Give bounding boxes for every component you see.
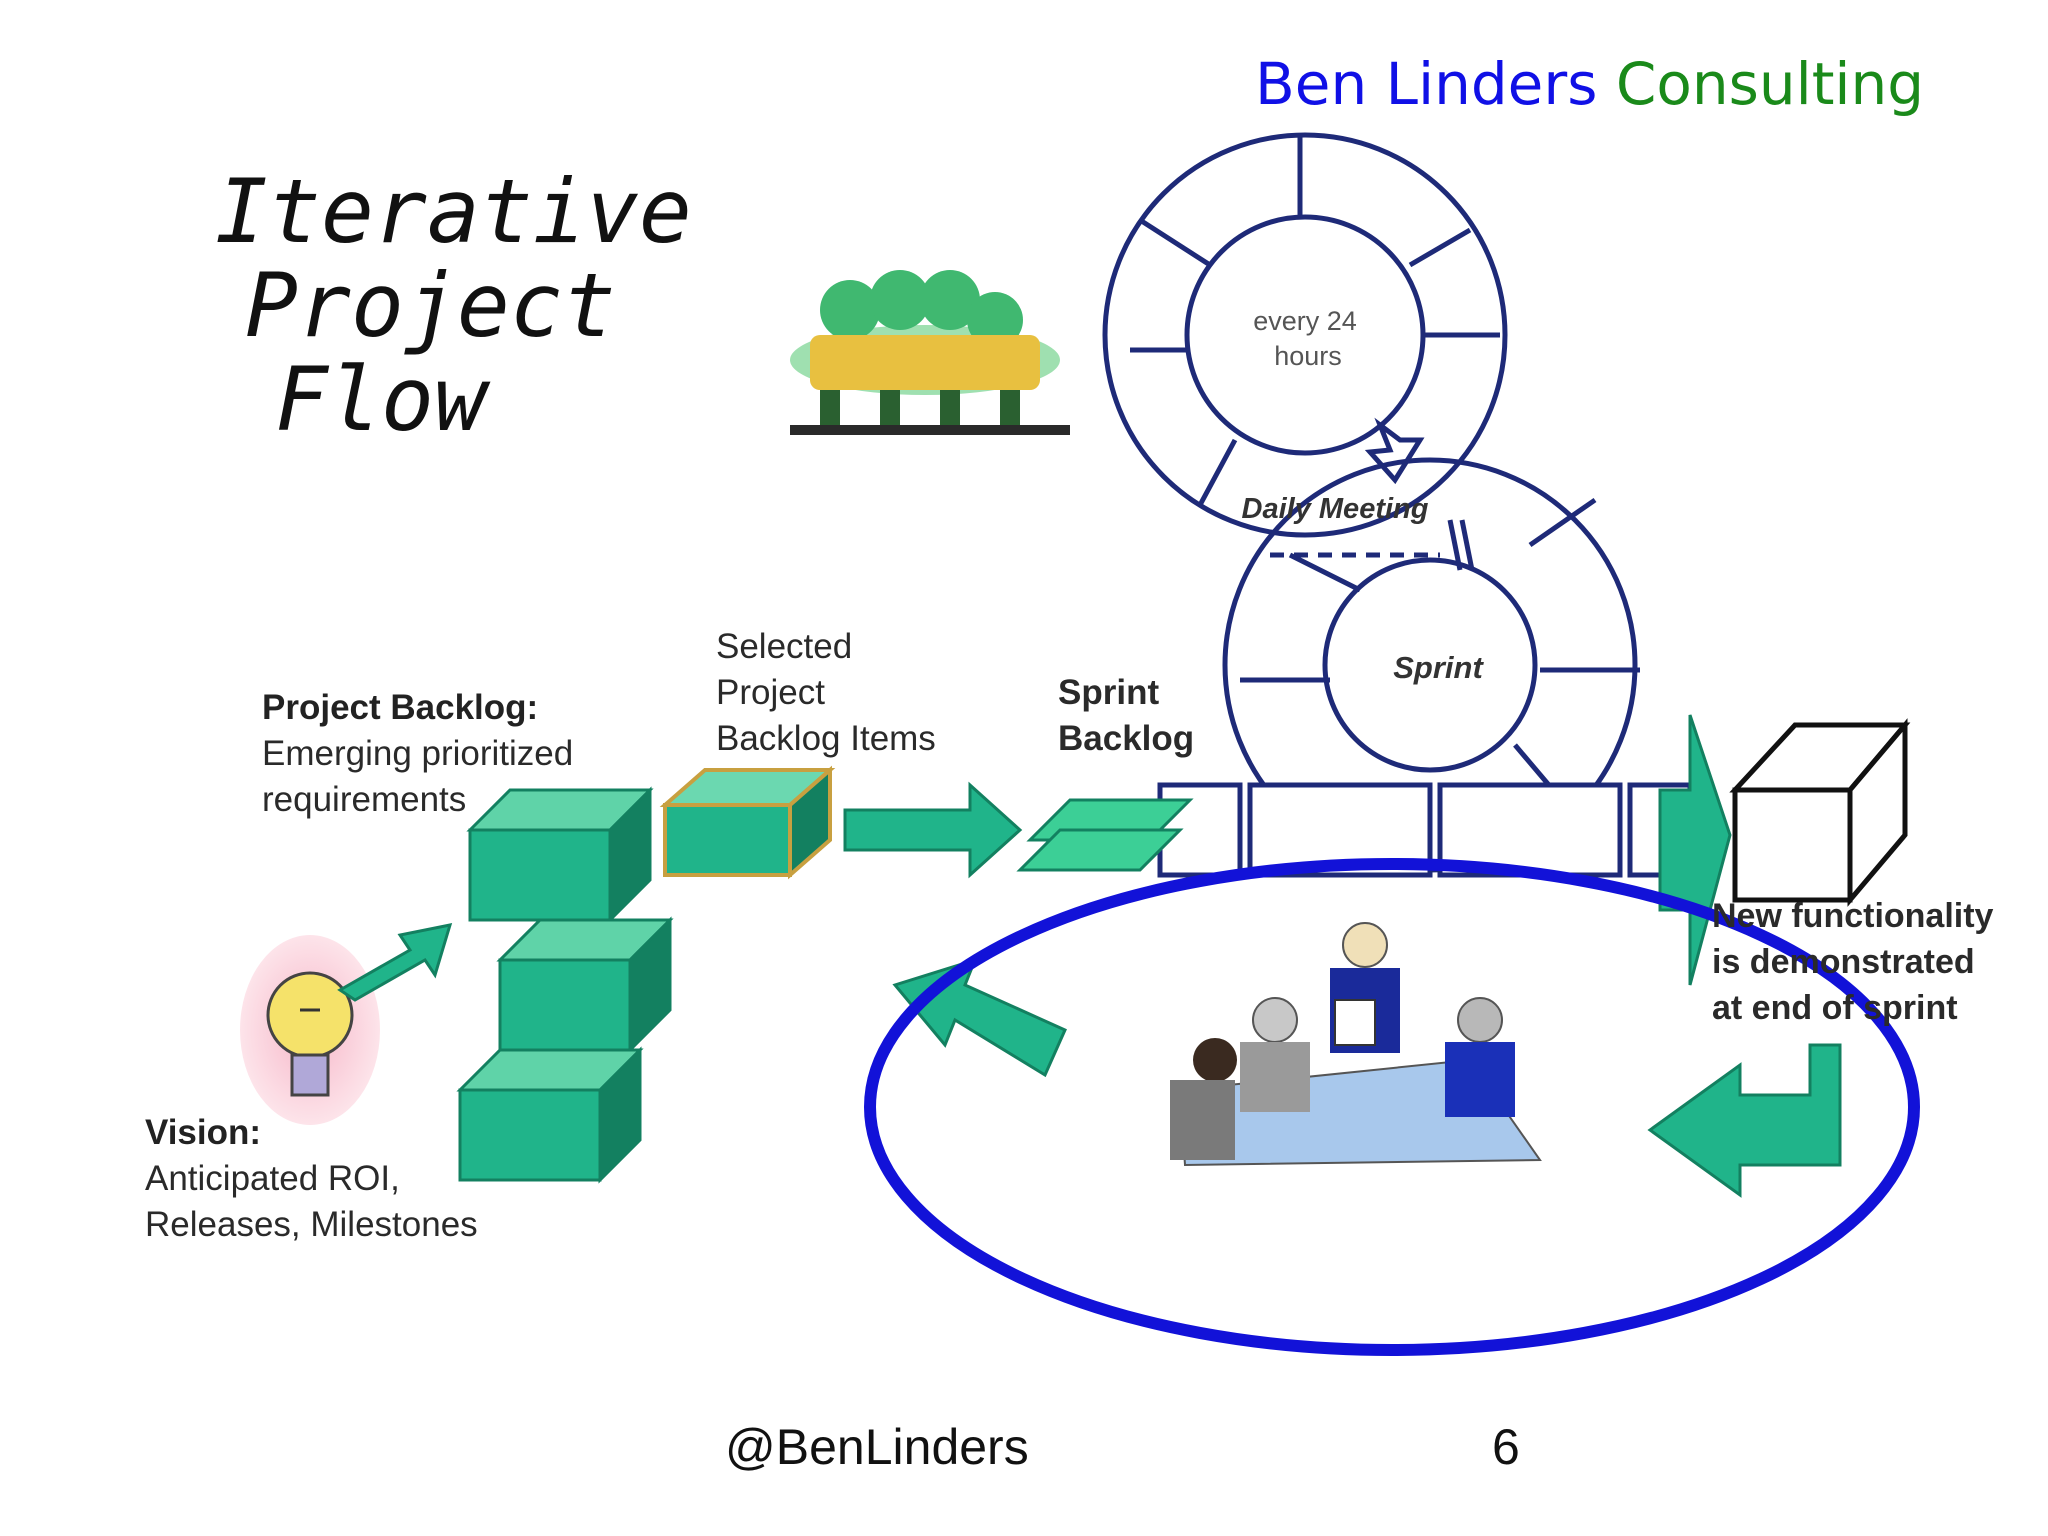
vision-label: Vision: Anticipated ROI, Releases, Miles… — [145, 1110, 478, 1248]
new-func-line-2: is demonstrated — [1712, 943, 1975, 981]
sprint-cycle — [1222, 457, 1640, 873]
daily-meeting-cycle — [1102, 132, 1508, 538]
label-daily-meeting: Daily Meeting — [1242, 493, 1429, 525]
project-backlog-label: Project Backlog: Emerging prioritized re… — [262, 685, 573, 823]
new-func-line-1: New functionality — [1712, 897, 1994, 935]
arrow-return-to-backlog — [892, 957, 1067, 1078]
brand-suffix: Consulting — [1615, 50, 1925, 118]
vision-desc-2: Releases, Milestones — [145, 1205, 478, 1244]
project-backlog-desc-1: Emerging prioritized — [262, 734, 574, 773]
slide-title: Iterative Project Flow — [215, 165, 692, 447]
selected-line-3: Backlog Items — [716, 719, 936, 758]
sprint-backlog-plates — [1016, 798, 1194, 872]
project-backlog-blocks — [456, 786, 674, 1184]
highlight-ellipse — [864, 858, 1920, 1356]
new-functionality-label: New functionality is demonstrated at end… — [1712, 893, 1993, 1031]
sprint-backlog-line-2: Backlog — [1058, 719, 1195, 758]
selected-backlog-label: Selected Project Backlog Items — [716, 624, 936, 762]
new-func-line-3: at end of sprint — [1712, 989, 1958, 1027]
page-number: 6 — [1492, 1419, 1520, 1475]
vision-title: Vision: — [145, 1113, 262, 1152]
arrow-to-sprint-backlog — [843, 781, 1023, 879]
vision-lightbulb-icon — [240, 935, 380, 1125]
functionality-cube — [1729, 718, 1911, 907]
label-hours: hours — [1274, 341, 1342, 371]
selected-backlog-block — [659, 765, 836, 880]
review-meeting-illustration — [1170, 922, 1542, 1167]
selected-line-1: Selected — [716, 627, 853, 666]
project-backlog-title: Project Backlog: — [262, 688, 539, 727]
sprint-backlog-line-1: Sprint — [1058, 673, 1160, 712]
title-line-1: Iterative — [215, 160, 692, 263]
selected-line-2: Project — [716, 673, 825, 712]
sprint-backlog-label: Sprint Backlog — [1058, 670, 1194, 762]
label-every-24: every 24 — [1253, 306, 1357, 336]
label-sprint-cycle: Sprint — [1393, 650, 1484, 685]
arrow-vision-to-backlog — [337, 923, 453, 1002]
brand-header: Ben Linders Consulting — [1255, 50, 1924, 118]
project-backlog-desc-2: requirements — [262, 780, 467, 819]
vision-desc-1: Anticipated ROI, — [145, 1159, 400, 1198]
brand-name: Ben Linders — [1255, 50, 1598, 118]
team-huddle-illustration — [790, 270, 1070, 435]
arrow-return-from-demo — [1647, 1043, 1842, 1198]
title-line-2: Project — [245, 254, 616, 357]
footer-handle: @BenLinders — [725, 1419, 1029, 1475]
title-line-3: Flow — [275, 348, 487, 451]
